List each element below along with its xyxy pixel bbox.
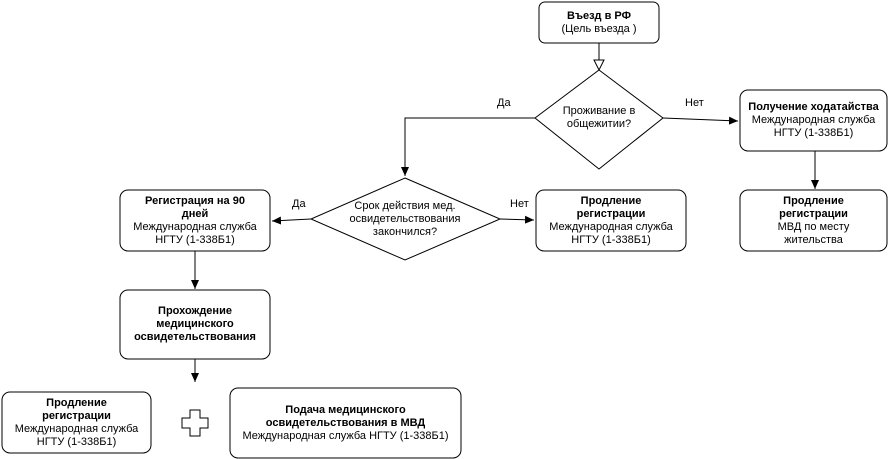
edge-label-dorm-yes: Да	[497, 97, 511, 109]
node-dorm-label: Проживание в общежитии?	[562, 105, 636, 130]
node-med-expired-label: Срок действия мед. освидетельствования з…	[349, 199, 461, 238]
node-reg-mvd	[739, 189, 888, 252]
node-reg90-title: Регистрация на 90 дней	[145, 194, 245, 220]
node-entry-sub: (Цель въезда )	[561, 22, 637, 35]
edge-label-dorm-no: Нет	[685, 97, 704, 109]
node-reg-ext-left	[1, 391, 152, 454]
node-medical-title: Прохождение медицинского освидетельствов…	[134, 305, 256, 343]
node-reg90-sub: Международная служба НГТУ (1-338Б1)	[133, 220, 257, 246]
node-petition-sub: Международная служба НГТУ (1-338Б1)	[751, 114, 876, 139]
node-reg-mvd-title: Продление регистрации	[779, 194, 848, 220]
node-entry	[538, 1, 660, 44]
node-med-expired-text: Срок действия мед. освидетельствования з…	[335, 198, 475, 240]
node-reg90	[119, 189, 271, 252]
edge-dorm-yes	[401, 117, 535, 176]
node-submit-mvd-title: Подача медицинского освидетельствования …	[265, 403, 426, 429]
plus-icon	[181, 409, 209, 437]
edge-label-med-yes: Да	[292, 198, 306, 210]
node-submit-mvd-sub: Международная служба НГТУ (1-338Б1)	[242, 429, 449, 442]
node-petition-text: Получение ходатайства Международная служ…	[740, 90, 887, 151]
node-reg-ext-mid-text: Продление регистрации Международная служ…	[536, 190, 686, 251]
node-med-expired	[309, 177, 502, 261]
node-reg-ext-mid-sub: Международная служба НГТУ (1-338Б1)	[549, 220, 673, 246]
node-reg-ext-left-title: Продление регистрации	[42, 396, 111, 422]
node-reg90-text: Регистрация на 90 дней Международная слу…	[120, 190, 270, 251]
edge-med-no	[499, 215, 535, 224]
open-arrowhead	[593, 59, 605, 72]
node-reg-ext-left-text: Продление регистрации Международная служ…	[2, 392, 151, 453]
node-medical	[119, 289, 271, 360]
node-reg-mvd-text: Продление регистрации МВД по месту жител…	[750, 190, 877, 251]
node-dorm-text: Проживание в общежитии?	[555, 100, 643, 136]
node-petition-title: Получение ходатайства	[748, 101, 879, 113]
edge-label-med-no: Нет	[510, 198, 529, 210]
node-reg-ext-mid	[535, 189, 687, 252]
node-submit-mvd	[229, 387, 462, 459]
edge-med-yes	[271, 216, 312, 225]
node-reg-ext-left-sub: Международная служба НГТУ (1-338Б1)	[14, 422, 139, 448]
edge-dorm-no	[662, 116, 739, 125]
node-dorm	[534, 69, 664, 170]
node-petition	[739, 89, 888, 152]
node-reg-mvd-sub: МВД по месту жительства	[777, 220, 850, 246]
node-entry-title: Въезд в РФ	[567, 9, 631, 22]
node-entry-text: Въезд в РФ (Цель въезда )	[539, 2, 659, 43]
node-medical-text: Прохождение медицинского освидетельствов…	[120, 290, 270, 359]
node-reg-ext-mid-title: Продление регистрации	[576, 194, 646, 220]
node-submit-mvd-text: Подача медицинского освидетельствования …	[230, 388, 461, 458]
